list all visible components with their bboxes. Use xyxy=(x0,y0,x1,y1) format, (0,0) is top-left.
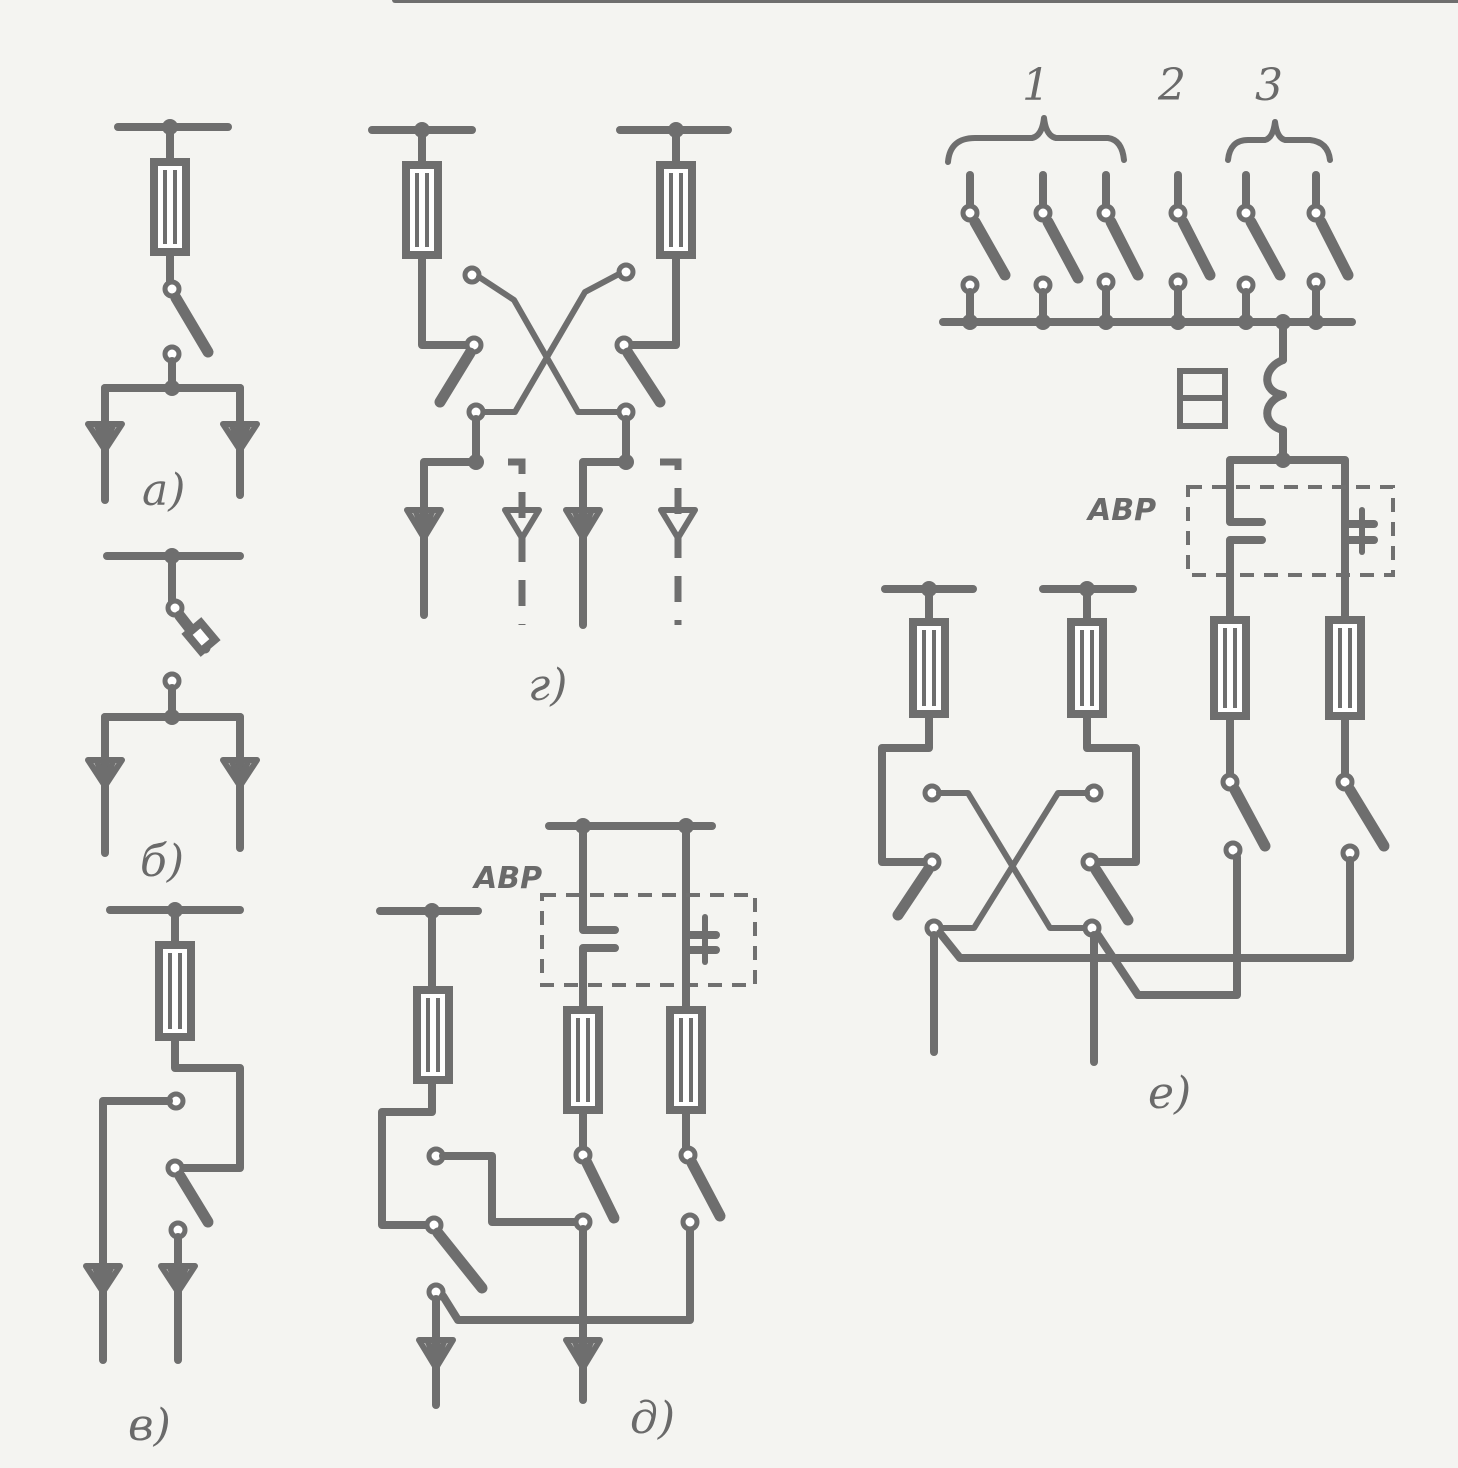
group-1-number: 1 xyxy=(1022,60,1050,111)
avr-label-e: АВР xyxy=(1086,493,1156,528)
cable-end-arrow xyxy=(220,757,260,789)
cable-end-arrow xyxy=(85,757,125,789)
scheme-b: б) xyxy=(85,548,260,887)
group-1-brace xyxy=(945,115,1127,165)
cable-end-arrow xyxy=(563,1337,603,1371)
scheme-d: АВР д) xyxy=(376,818,757,1444)
fuse xyxy=(656,161,696,259)
disconnector-blade xyxy=(170,292,214,358)
cable-end-arrow xyxy=(563,507,603,541)
cable-end-arrow xyxy=(85,421,125,453)
caption-d: д) xyxy=(630,1393,675,1444)
scheme-a: а) xyxy=(85,119,260,516)
avr-unit-box xyxy=(540,893,757,987)
avr-label-d: АВР xyxy=(472,861,542,896)
fuse xyxy=(155,941,195,1041)
scheme-e: 1 2 3 xyxy=(878,60,1395,1119)
meter-icon xyxy=(1177,368,1228,429)
cable-end-arrow xyxy=(220,421,260,453)
fuse xyxy=(1067,618,1107,718)
fuse xyxy=(1325,616,1365,720)
group-2-number: 2 xyxy=(1157,60,1186,111)
current-transformer-coil xyxy=(1263,356,1287,434)
scheme-v: в) xyxy=(83,902,244,1451)
caption-a: а) xyxy=(142,465,185,516)
group-3-brace xyxy=(1225,119,1333,163)
reserve-cable-arrow xyxy=(658,507,698,541)
group-3-number: 3 xyxy=(1255,60,1283,111)
caption-g: г) xyxy=(528,660,567,711)
fuse xyxy=(563,1006,603,1114)
caption-b: б) xyxy=(140,836,184,887)
fuse xyxy=(666,1006,706,1114)
cable-end-arrow xyxy=(416,1337,456,1371)
caption-e: е) xyxy=(1148,1068,1191,1119)
cable-end-arrow xyxy=(83,1263,123,1295)
fuse xyxy=(1210,616,1250,720)
fuse xyxy=(909,618,949,718)
fuse xyxy=(402,161,442,259)
fuse xyxy=(413,986,453,1084)
reserve-cable-arrow xyxy=(502,507,542,541)
caption-v: в) xyxy=(128,1400,171,1451)
fuse xyxy=(150,158,190,256)
cable-end-arrow xyxy=(404,507,444,541)
cable-end-arrow xyxy=(158,1263,198,1295)
scheme-g: г) xyxy=(368,122,732,711)
avr-unit-box xyxy=(1186,485,1395,577)
outgoing-switches xyxy=(960,171,1354,330)
